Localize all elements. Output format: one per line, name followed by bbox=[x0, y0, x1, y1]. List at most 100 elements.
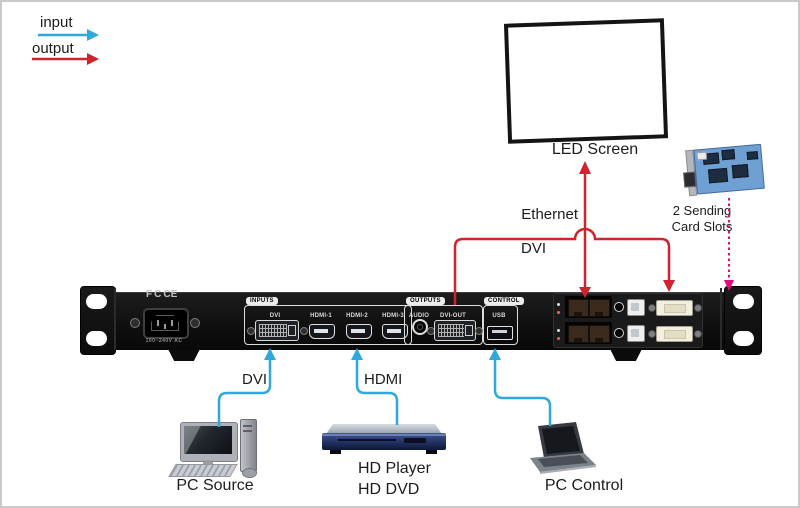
screw bbox=[694, 330, 702, 338]
pc-control-image bbox=[526, 420, 604, 478]
laptop-keyboard bbox=[538, 455, 588, 467]
card-dvi-pins bbox=[664, 330, 686, 339]
device-foot bbox=[168, 349, 200, 361]
ethernet-port-pair bbox=[565, 322, 612, 344]
screw bbox=[130, 318, 140, 328]
power-pin bbox=[157, 320, 159, 326]
card-dvi-out bbox=[656, 326, 693, 342]
control-group bbox=[483, 305, 518, 345]
legend-input-label: input bbox=[40, 14, 73, 31]
chip bbox=[721, 149, 736, 161]
laptop-front-edge bbox=[540, 465, 596, 474]
player-front-face bbox=[322, 433, 446, 450]
dvi-output-label: DVI bbox=[521, 240, 547, 257]
inputs-group bbox=[244, 305, 412, 345]
rj45-notch bbox=[574, 312, 582, 316]
pc-source-image bbox=[168, 417, 262, 478]
fcc-mark: FC bbox=[146, 289, 164, 300]
ethernet-label: Ethernet bbox=[521, 206, 578, 223]
dvi-pin-grid bbox=[259, 324, 287, 337]
control-group-tab: CONTROL bbox=[484, 297, 524, 305]
player-foot bbox=[330, 450, 341, 454]
chip bbox=[746, 151, 759, 161]
audio-jack bbox=[412, 319, 428, 335]
rj45-notch bbox=[595, 312, 603, 316]
mounting-hole bbox=[733, 331, 754, 346]
power-inlet bbox=[143, 308, 189, 339]
outputs-group-tab: OUTPUTS bbox=[406, 297, 445, 305]
rj45-port bbox=[568, 299, 589, 317]
dvi-in-port bbox=[255, 320, 299, 341]
mounting-hole bbox=[86, 294, 107, 309]
dvi-out-port bbox=[434, 320, 476, 341]
dvi-pin-grid bbox=[438, 324, 464, 337]
certification-marks: FCCE bbox=[146, 289, 177, 300]
screw bbox=[648, 330, 656, 338]
rj45-notch bbox=[574, 338, 582, 342]
dvi-analog-block bbox=[288, 325, 296, 336]
sending-card-pcb bbox=[693, 143, 765, 195]
player-accent-stripe bbox=[322, 434, 446, 436]
led-screen-label: LED Screen bbox=[551, 141, 639, 158]
screw bbox=[300, 327, 308, 335]
service-port-opening bbox=[631, 303, 639, 311]
rj45-port bbox=[589, 299, 610, 317]
hd-player-label: HD Player HD DVD bbox=[358, 458, 431, 500]
hdmi-tongue bbox=[314, 329, 328, 333]
sending-card-slots-line2: Card Slots bbox=[671, 219, 733, 234]
hd-player-line1: HD Player bbox=[358, 460, 431, 477]
status-led bbox=[557, 303, 560, 306]
power-pin bbox=[164, 324, 166, 329]
monitor-stand bbox=[203, 460, 213, 466]
rj45-notch bbox=[595, 338, 603, 342]
chassis-seam bbox=[720, 288, 722, 350]
audio-port-label: AUDIO bbox=[408, 313, 430, 319]
status-led bbox=[557, 337, 560, 340]
rj45-port bbox=[568, 325, 589, 343]
rack-ear-right bbox=[724, 286, 762, 355]
power-inlet-opening bbox=[151, 315, 179, 331]
ce-mark: CE bbox=[163, 289, 178, 300]
screw bbox=[694, 304, 702, 312]
usb-input-connection-arrow bbox=[489, 348, 552, 426]
sending-card-slots-panel bbox=[553, 293, 703, 348]
laptop-screen bbox=[542, 426, 580, 454]
usb-port-label: USB bbox=[492, 313, 506, 319]
hd-player-line2: HD DVD bbox=[358, 481, 420, 498]
panel-hole bbox=[614, 302, 624, 312]
legend-output-label: output bbox=[32, 40, 74, 57]
hdmi3-port-label: HDMI-3 bbox=[382, 313, 404, 319]
player-foot bbox=[426, 450, 437, 454]
keyboard bbox=[168, 464, 238, 477]
dvi-in-port-label: DVI bbox=[269, 313, 281, 319]
pc-control-label: PC Control bbox=[544, 477, 624, 494]
dvi-analog-block bbox=[465, 325, 473, 336]
sending-card-slots-line1: 2 Sending bbox=[672, 203, 732, 218]
screw bbox=[247, 327, 255, 335]
mounting-hole bbox=[733, 294, 754, 309]
ethernet-connection-arrow bbox=[579, 161, 591, 298]
panel-hole bbox=[614, 328, 624, 338]
led-screen-image bbox=[503, 18, 669, 144]
audio-jack-hole bbox=[418, 325, 422, 329]
hdmi-tongue bbox=[387, 329, 401, 333]
dvi-input-label: DVI bbox=[242, 371, 268, 388]
chip bbox=[707, 167, 729, 184]
screw bbox=[475, 327, 483, 335]
outputs-group bbox=[404, 305, 483, 345]
hdmi3-port bbox=[382, 324, 408, 339]
hdmi-tongue bbox=[351, 329, 365, 333]
screw bbox=[648, 304, 656, 312]
usb-tongue bbox=[492, 330, 507, 333]
chip bbox=[731, 164, 749, 179]
power-pin bbox=[171, 320, 173, 326]
status-led bbox=[557, 311, 560, 314]
service-port-opening bbox=[631, 329, 639, 337]
chassis-seam bbox=[114, 288, 116, 350]
pc-tower bbox=[240, 419, 257, 472]
card-dvi-pins bbox=[664, 304, 686, 313]
pc-source-label: PC Source bbox=[176, 477, 254, 494]
ethernet-port-pair bbox=[565, 296, 612, 318]
sending-card-image bbox=[683, 140, 765, 198]
